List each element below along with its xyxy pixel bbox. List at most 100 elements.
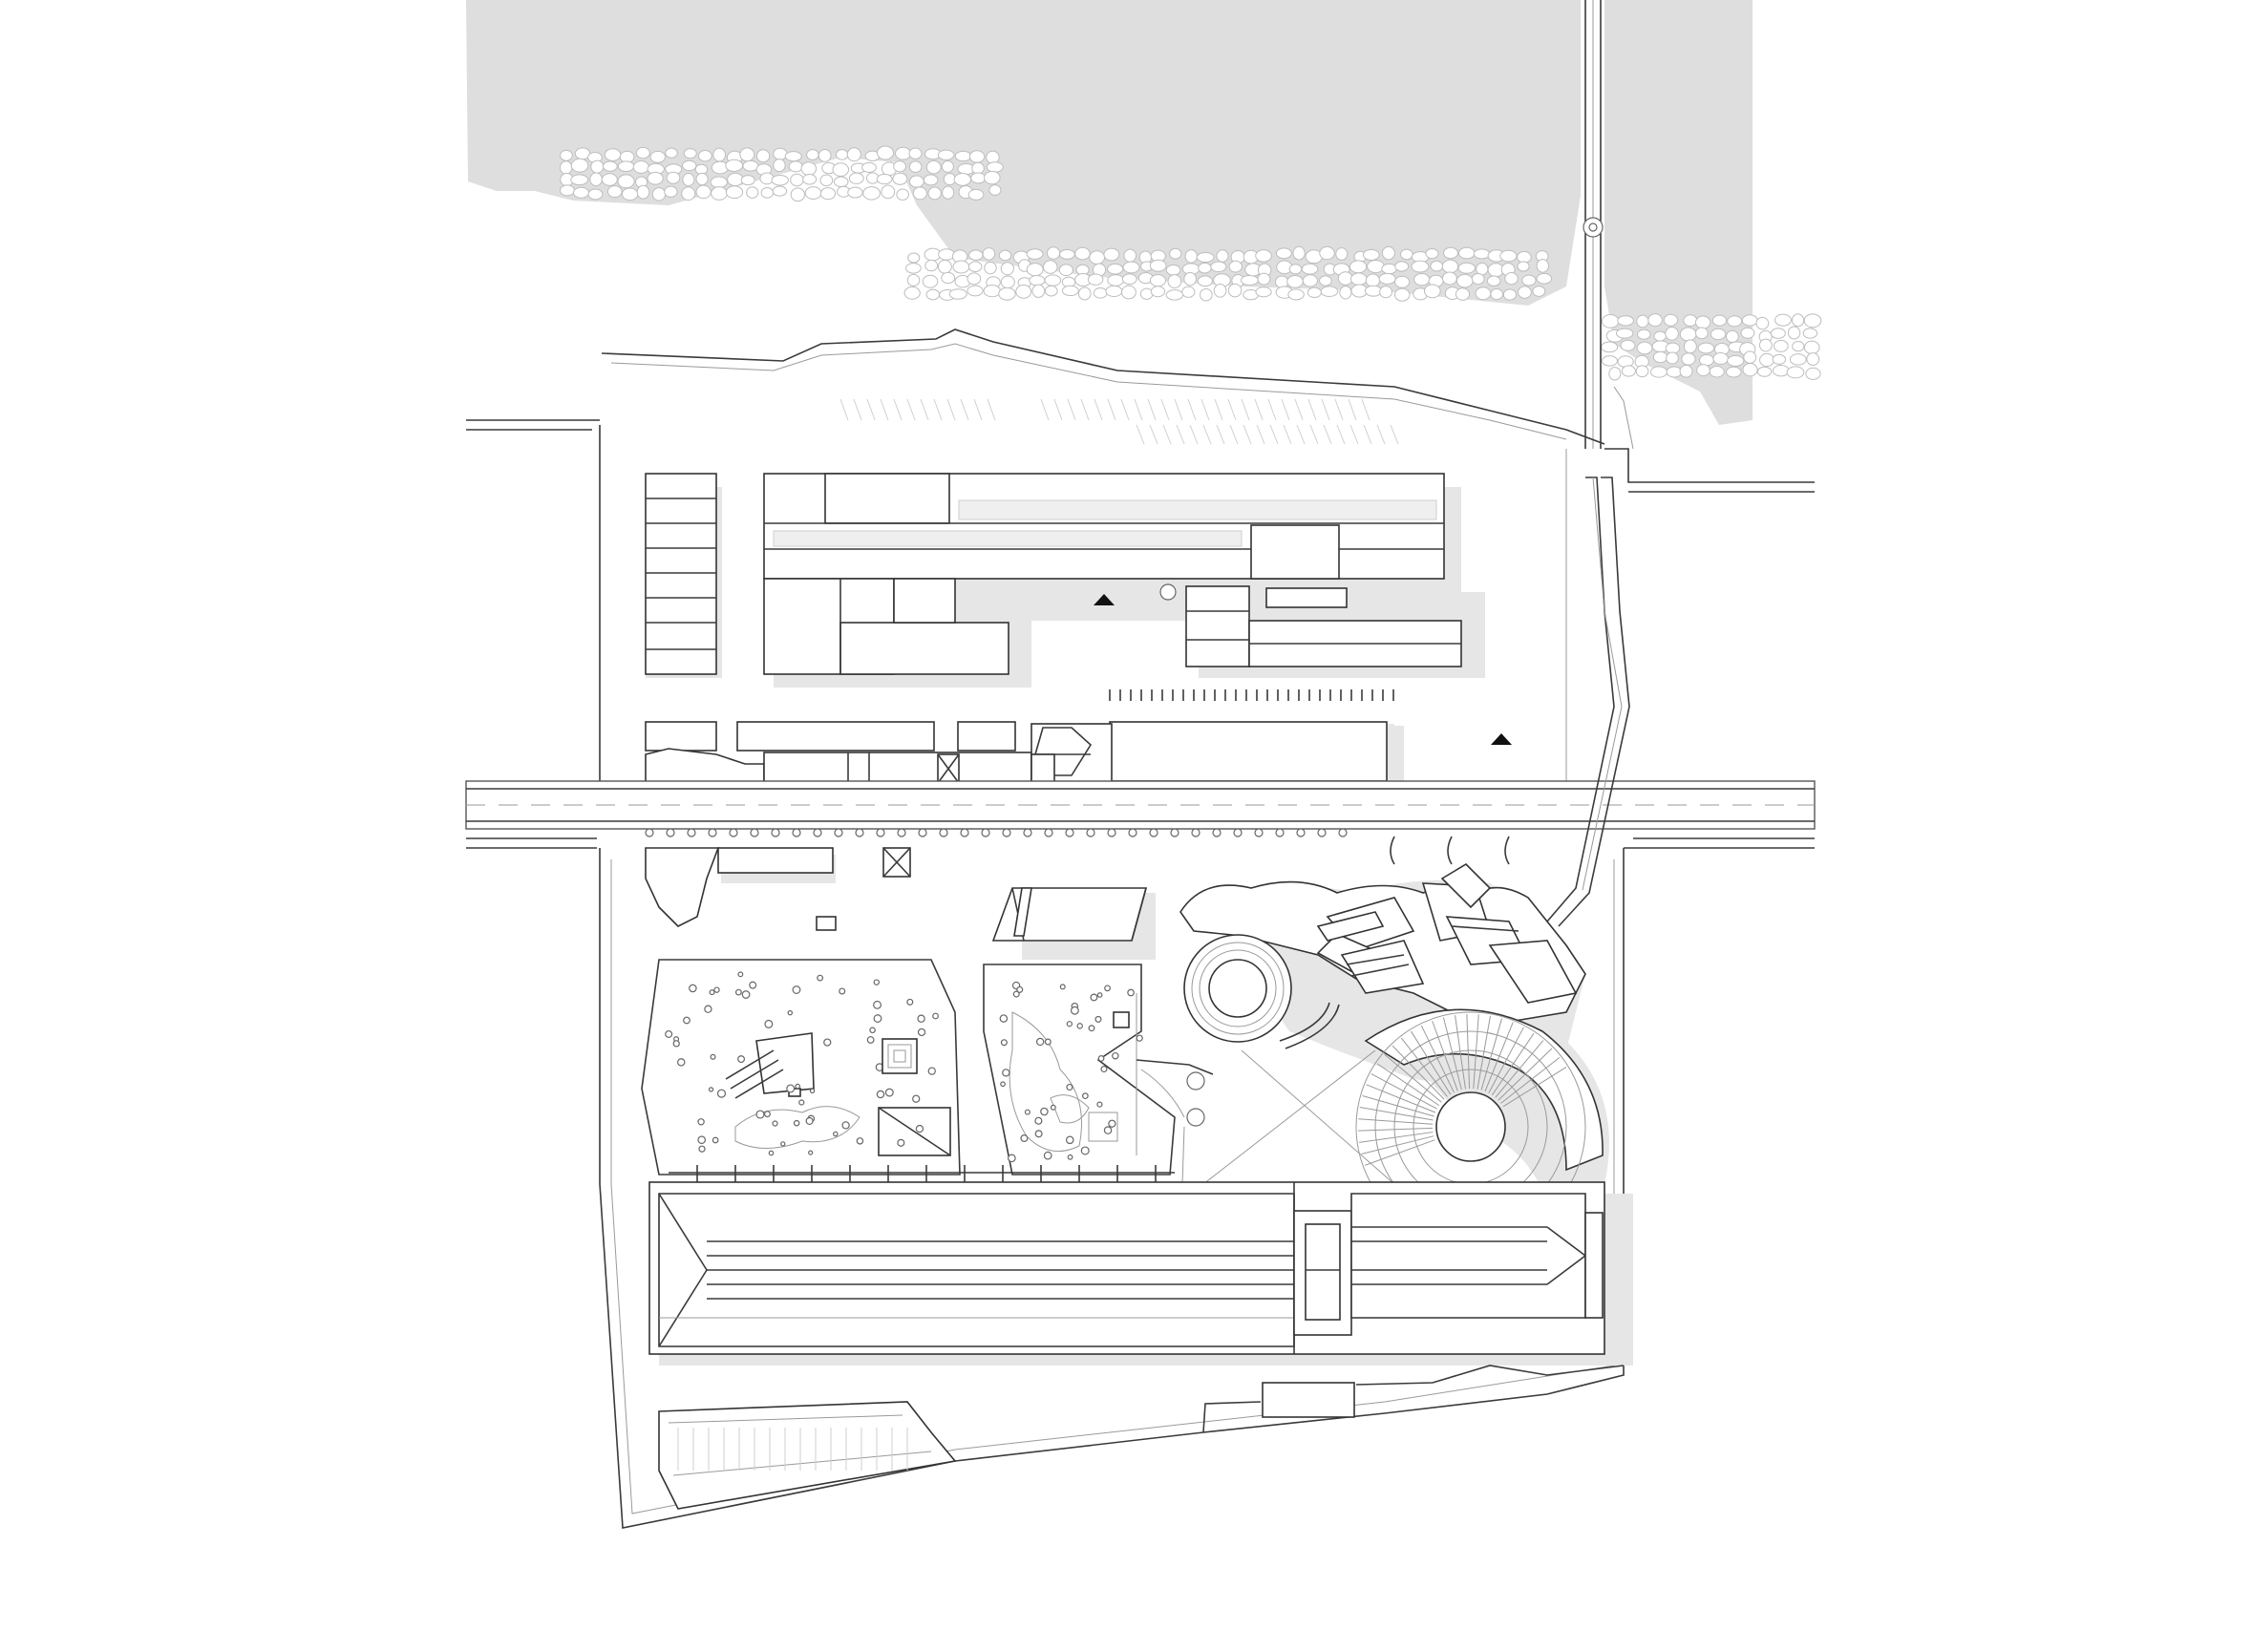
revetment-stone xyxy=(1803,313,1822,328)
revetment-stone xyxy=(1499,249,1518,263)
revetment-stone xyxy=(1123,248,1137,263)
garden-plant xyxy=(1035,1037,1045,1047)
garden-plant xyxy=(1090,993,1098,1002)
revetment-stone xyxy=(941,271,956,285)
garden-plant xyxy=(1002,1069,1010,1077)
garden-plant xyxy=(1100,1066,1108,1073)
street-tree xyxy=(1170,828,1179,837)
revetment-stone xyxy=(1288,264,1303,275)
revetment-stone xyxy=(617,160,635,172)
revetment-stone xyxy=(784,151,802,162)
revetment-stone xyxy=(1517,251,1532,264)
revetment-stone xyxy=(802,173,818,185)
street-tree xyxy=(1191,828,1200,837)
revetment-stone xyxy=(1504,272,1519,286)
revetment-stone xyxy=(806,149,819,160)
revetment-stone xyxy=(572,186,590,199)
garden-plant xyxy=(1112,1051,1119,1060)
parking-stripe xyxy=(1349,424,1359,445)
street-tree xyxy=(1338,828,1348,837)
revetment-stone xyxy=(1169,247,1182,260)
revetment-stone xyxy=(1789,353,1807,366)
revetment-stone xyxy=(1756,366,1773,377)
revetment-stone xyxy=(1679,364,1693,378)
revetment-stone xyxy=(1059,248,1075,260)
garden-plant xyxy=(1127,988,1135,997)
revetment-stone xyxy=(881,184,896,200)
revetment-stone xyxy=(1521,274,1537,286)
revetment-stone xyxy=(1697,342,1715,354)
garden-plant xyxy=(869,1027,876,1034)
north-site-boundary xyxy=(466,419,1815,788)
garden-plant xyxy=(1104,985,1111,992)
street-tree xyxy=(981,828,990,837)
building-north-left xyxy=(645,473,717,675)
revetment-stone xyxy=(1636,314,1649,328)
revetment-stone xyxy=(892,172,908,185)
garden-plant xyxy=(704,1005,712,1013)
revetment-stone xyxy=(908,160,923,173)
revetment-stone xyxy=(601,173,618,186)
parking-stripe xyxy=(1214,398,1223,421)
revetment-stone xyxy=(740,175,755,186)
garden-plant xyxy=(1044,1038,1052,1046)
garden-plant xyxy=(741,990,751,999)
garden-plant xyxy=(763,1111,771,1118)
revetment-stone xyxy=(1490,287,1504,301)
parking-stripe xyxy=(1174,398,1183,421)
revetment-stone xyxy=(1666,366,1683,378)
revetment-stone xyxy=(848,172,864,184)
garden-plant xyxy=(906,998,914,1006)
revetment-stone xyxy=(1349,272,1368,286)
seating-row xyxy=(1477,1015,1491,1090)
revetment-stone xyxy=(862,186,881,201)
street-tree xyxy=(792,828,801,837)
revetment-stone xyxy=(1046,246,1061,260)
seating-row xyxy=(1420,1025,1455,1093)
revetment-stone xyxy=(632,159,649,174)
revetment-stone xyxy=(833,176,849,187)
revetment-stone xyxy=(954,150,972,162)
garden-plant xyxy=(672,1040,680,1048)
revetment-stone xyxy=(1210,261,1227,273)
street-tree xyxy=(897,828,906,837)
garden-plant xyxy=(1103,1126,1113,1134)
revetment-stone xyxy=(1274,275,1289,288)
parking-stripes-north xyxy=(839,398,1399,445)
stone-revetment-upper xyxy=(559,145,1004,202)
garden-plant xyxy=(737,1055,746,1064)
revetment-stone xyxy=(1601,355,1618,367)
revetment-stone xyxy=(908,147,923,159)
parking-stripe xyxy=(1107,398,1116,421)
street-tree xyxy=(687,828,696,837)
garden-plant xyxy=(755,1110,765,1119)
garden-plant xyxy=(823,1038,832,1047)
revetment-stone xyxy=(1791,313,1805,328)
garden-plant xyxy=(787,1009,794,1016)
revetment-stone xyxy=(1601,313,1620,328)
revetment-stone xyxy=(1393,287,1411,302)
revetment-stone xyxy=(922,274,939,288)
street-tree xyxy=(1002,828,1011,837)
parking-stripe xyxy=(1254,398,1264,421)
revetment-stone xyxy=(636,184,650,200)
revetment-stone xyxy=(1615,328,1634,339)
revetment-stone xyxy=(570,158,589,173)
revetment-stone xyxy=(1518,286,1532,299)
parking-stripe xyxy=(1200,398,1210,421)
revetment-stone xyxy=(1337,271,1353,286)
revetment-stone xyxy=(1502,288,1517,301)
garden-plant xyxy=(884,1088,894,1097)
revetment-stone xyxy=(1379,286,1393,299)
revetment-stone xyxy=(942,185,955,200)
revetment-stone xyxy=(953,173,972,186)
garden-plant xyxy=(683,1016,690,1025)
garden-plant xyxy=(1096,1101,1103,1108)
garden-plant xyxy=(795,1083,800,1090)
revetment-stone xyxy=(725,159,744,172)
revetment-stone xyxy=(1726,329,1739,344)
revetment-stone xyxy=(1213,283,1227,298)
revetment-stone xyxy=(1378,272,1396,285)
revetment-stone xyxy=(1074,246,1091,261)
